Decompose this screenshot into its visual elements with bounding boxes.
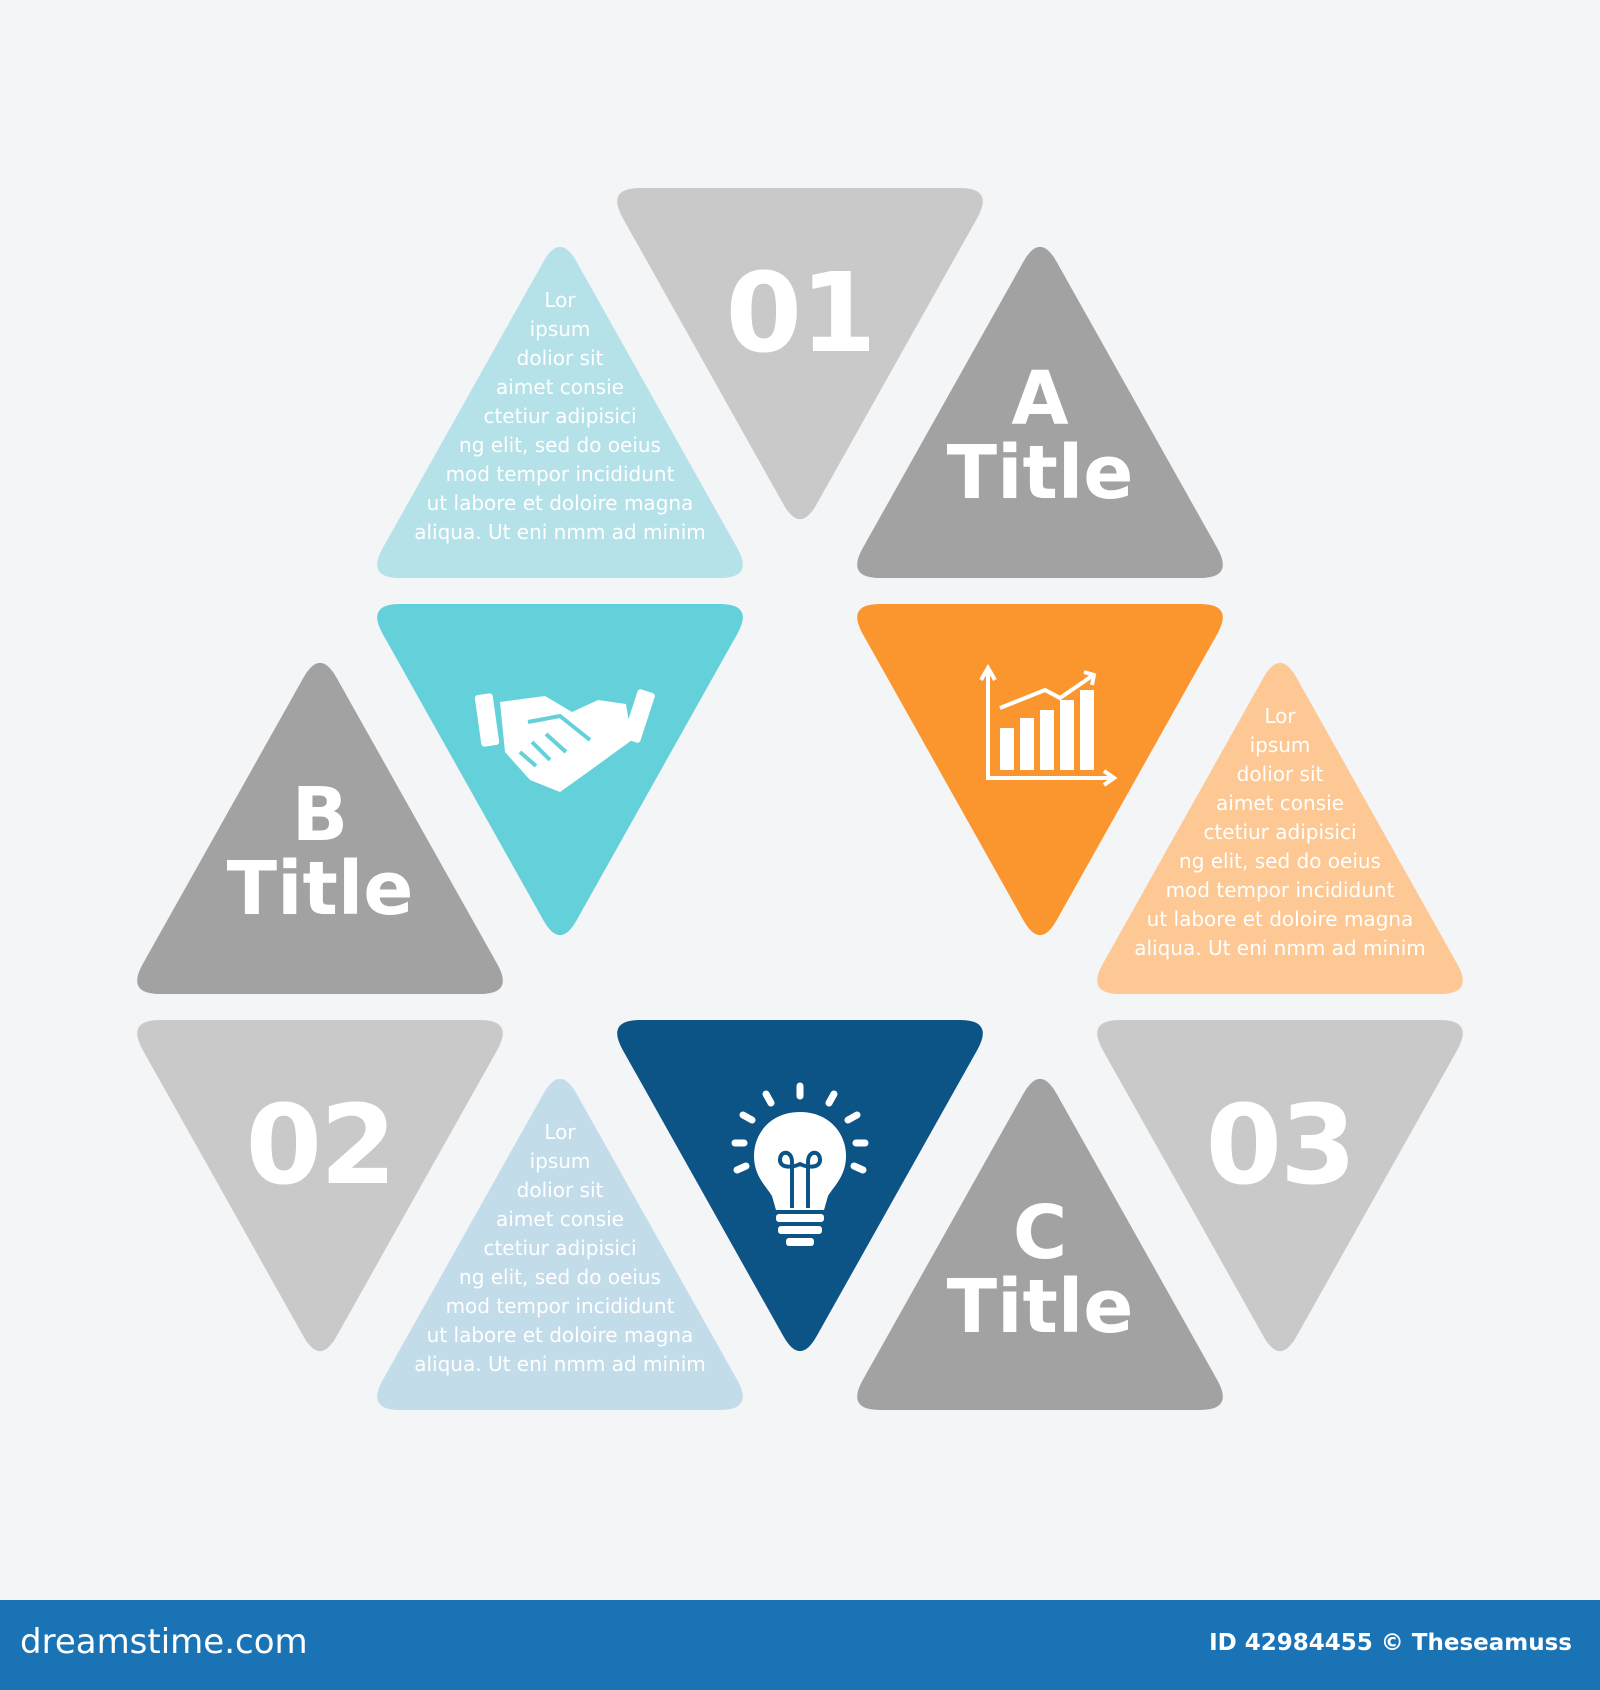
triangle-title-b [137,662,503,994]
step-2-heading: B Title [170,778,470,926]
step-3-title: Title [946,1264,1134,1350]
step-1-description: Lor ipsum dolior sit aimet consie ctetiur ad… [390,286,730,547]
description-line: ng elit, sed do oeius [1179,849,1381,873]
description-line: ut labore et doloire magna [1146,907,1414,931]
description-line: ctetiur adipisici [483,404,637,428]
triangle-text-2 [1097,662,1463,994]
description-line: aimet consie [1216,791,1344,815]
description-line: mod tempor incididunt [1165,878,1395,902]
triangle-text-3 [377,1078,743,1410]
description-line: aimet consie [496,375,624,399]
description-line: Lor [1264,704,1296,728]
description-line: aliqua. Ut eni nmm ad minim [414,520,706,544]
hexagon-infographic: Lor ipsum dolior sit aimet consie ctetiur ad… [137,188,1463,1410]
step-2-description: Lor ipsum dolior sit aimet consie ctetiur ad… [1110,702,1450,963]
lightbulb-icon [731,1082,869,1246]
triangle-text-1 [377,246,743,578]
description-line: ipsum [529,317,591,341]
description-line: ipsum [1249,733,1311,757]
description-line: ut labore et doloire magna [426,491,694,515]
step-2-title: Title [226,846,414,932]
step-3-heading: C Title [890,1196,1190,1344]
step-3-letter: C [1012,1190,1068,1276]
triangle-number-01 [617,188,983,520]
step-3-description: Lor ipsum dolior sit aimet consie ctetiur ad… [390,1118,730,1379]
step-1-number: 01 [725,249,876,377]
triangle-layer [137,188,1463,1410]
footer-bar: dreamstime.com ID 42984455 © Theseamuss [0,1600,1600,1690]
footer-credit: ID 42984455 © Theseamuss [1209,1630,1572,1656]
description-line: dolior sit [516,1178,604,1202]
step-3-number: 03 [1205,1081,1356,1209]
description-line: ctetiur adipisici [483,1236,637,1260]
triangle-number-03 [1097,1020,1463,1352]
description-line: aliqua. Ut eni nmm ad minim [414,1352,706,1376]
handshake-icon [474,689,655,792]
description-line: ut labore et doloire magna [426,1323,694,1347]
chart-growth-icon [979,664,1118,787]
footer-brand: dreamstime.com [20,1622,308,1662]
description-line: mod tempor incididunt [445,462,675,486]
description-line: ng elit, sed do oeius [459,433,661,457]
triangle-title-c [857,1078,1223,1410]
triangle-number-02 [137,1020,503,1352]
step-1-heading: A Title [890,362,1190,510]
description-line: dolior sit [516,346,604,370]
description-line: Lor [544,288,576,312]
step-1-letter: A [1011,356,1069,442]
description-line: mod tempor incididunt [445,1294,675,1318]
step-2-letter: B [291,772,349,858]
triangle-title-a [857,246,1223,578]
step-1-title: Title [946,430,1134,516]
description-line: ng elit, sed do oeius [459,1265,661,1289]
description-line: Lor [544,1120,576,1144]
step-2-number: 02 [245,1081,396,1209]
description-line: aliqua. Ut eni nmm ad minim [1134,936,1426,960]
description-line: aimet consie [496,1207,624,1231]
description-line: ipsum [529,1149,591,1173]
description-line: ctetiur adipisici [1203,820,1357,844]
description-line: dolior sit [1236,762,1324,786]
